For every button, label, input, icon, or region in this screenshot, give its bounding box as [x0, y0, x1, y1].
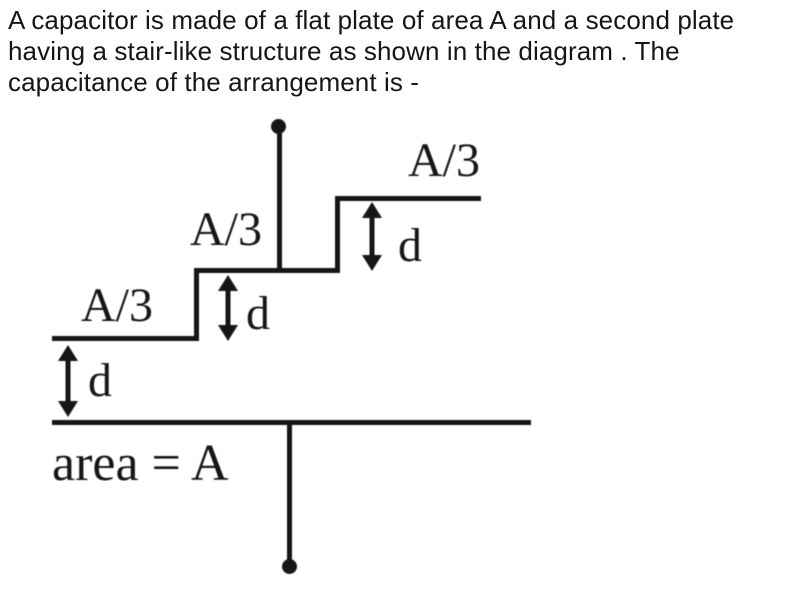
question-line-2: having a stair-like structure as shown i… [8, 36, 680, 66]
gap-distance-label-middle: d [246, 287, 270, 340]
stair-riser-upper-line [335, 196, 340, 273]
gap-distance-arrow-left-icon [57, 345, 79, 417]
arrowhead-up-icon [218, 275, 238, 291]
gap-distance-arrow-right-icon [361, 202, 383, 271]
question-text: A capacitor is made of a flat plate of a… [8, 5, 788, 98]
step-area-label-middle: A/3 [190, 203, 262, 256]
arrowhead-up-icon [362, 202, 382, 218]
stair-step-middle-line [194, 268, 340, 273]
bottom-lead-wire [287, 424, 292, 562]
arrow-stem [225, 284, 231, 332]
top-lead-wire [277, 127, 282, 273]
stair-riser-lower-line [194, 268, 199, 341]
bottom-terminal-dot [282, 559, 297, 574]
arrowhead-down-icon [58, 401, 78, 417]
arrowhead-down-icon [362, 255, 382, 271]
arrow-stem [65, 354, 71, 408]
flat-plate-line [52, 420, 531, 425]
flat-plate-area-label: area = A [52, 435, 229, 492]
top-terminal-dot [271, 119, 286, 134]
stair-step-top-line [335, 196, 481, 201]
gap-distance-label-left: d [88, 354, 112, 407]
step-area-label-bottom: A/3 [81, 279, 153, 332]
question-line-3: capacitance of the arrangement is - [8, 67, 420, 97]
gap-distance-arrow-middle-icon [217, 275, 239, 341]
arrowhead-down-icon [218, 325, 238, 341]
arrowhead-up-icon [58, 345, 78, 361]
question-line-1: A capacitor is made of a flat plate of a… [8, 5, 735, 35]
gap-distance-label-right: d [398, 219, 422, 272]
stair-step-bottom-line [52, 336, 199, 341]
step-area-label-top: A/3 [408, 134, 480, 187]
arrow-stem [369, 211, 375, 262]
